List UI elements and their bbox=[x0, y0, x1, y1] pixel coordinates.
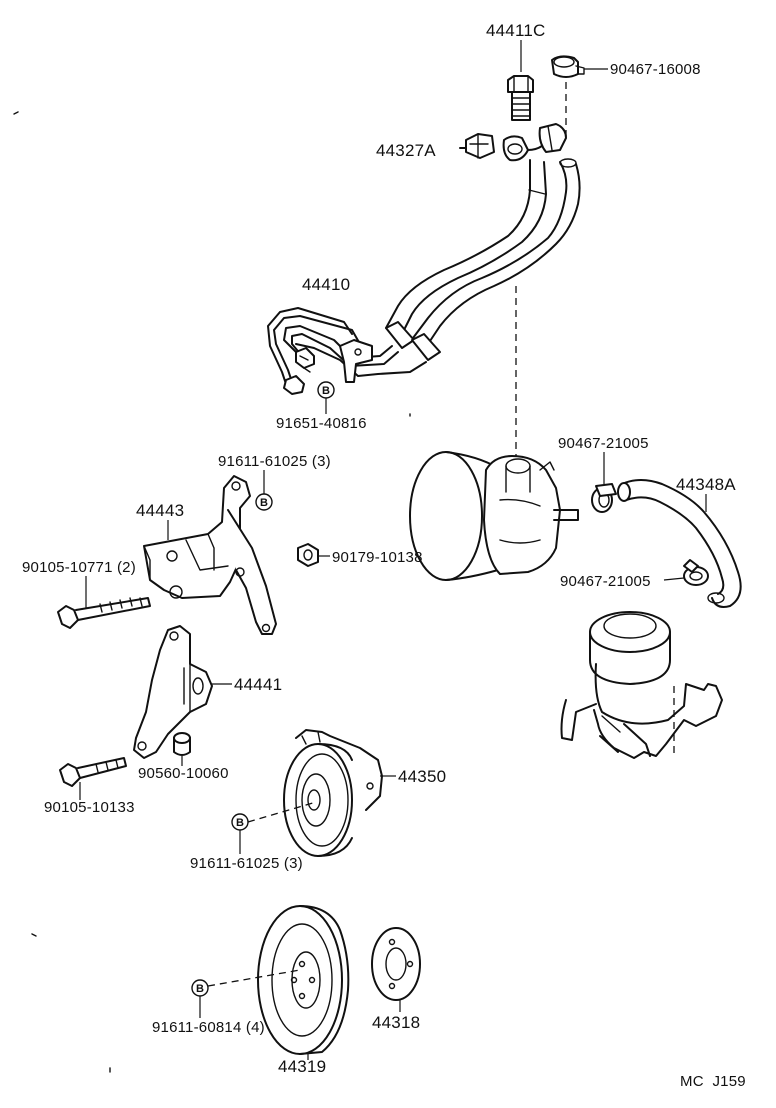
label-90560-10060: 90560-10060 bbox=[138, 765, 229, 782]
label-44327a: 44327A bbox=[376, 141, 436, 160]
label-91611-60814: 91611-60814 (4) bbox=[152, 1019, 265, 1036]
label-91611-61025-mid: 91611-61025 (3) bbox=[190, 855, 303, 872]
dash-b-to-44319 bbox=[207, 969, 301, 987]
marker-b-letter: B bbox=[322, 385, 330, 397]
return-hose-44348a[interactable] bbox=[617, 479, 742, 608]
label-91611-61025-top: 91611-61025 (3) bbox=[218, 453, 331, 470]
reservoir-tank bbox=[560, 611, 723, 759]
label-44411c: 44411C bbox=[486, 21, 546, 40]
label-90467-21005-b: 90467-21005 bbox=[560, 573, 651, 590]
label-90179-10138: 90179-10138 bbox=[332, 549, 423, 566]
leader-90467-21005-b bbox=[663, 577, 685, 581]
power-steering-pump[interactable] bbox=[409, 451, 579, 581]
ref-code: MC J159 bbox=[680, 1073, 746, 1090]
clamp-90467-16008[interactable] bbox=[551, 55, 585, 78]
marker-b-91611-top: B bbox=[255, 493, 273, 511]
plate-44318[interactable] bbox=[371, 927, 421, 1001]
hose-clamp-90467-21005-a[interactable] bbox=[591, 483, 617, 513]
label-44318: 44318 bbox=[372, 1013, 420, 1032]
label-44443: 44443 bbox=[136, 501, 184, 520]
label-90467-21005-a: 90467-21005 bbox=[558, 435, 649, 452]
marker-b-letter: B bbox=[236, 817, 244, 829]
hose-clamp-90467-21005-b[interactable] bbox=[683, 559, 709, 586]
union-bolt-44411c[interactable] bbox=[507, 75, 534, 121]
label-90105-10771: 90105-10771 (2) bbox=[22, 559, 136, 576]
marker-b-letter: B bbox=[196, 983, 204, 995]
label-91651-40816: 91651-40816 bbox=[276, 415, 367, 432]
scan-mark bbox=[13, 111, 19, 115]
label-44441: 44441 bbox=[234, 675, 282, 694]
pressure-hose-44410[interactable] bbox=[267, 158, 581, 395]
bolt-90105-10133[interactable] bbox=[59, 757, 127, 787]
pulley-44319[interactable] bbox=[257, 905, 350, 1055]
label-44319: 44319 bbox=[278, 1057, 326, 1076]
marker-b-91611-60814: B bbox=[191, 979, 209, 997]
marker-b-91611-mid: B bbox=[231, 813, 249, 831]
label-44348a: 44348A bbox=[676, 475, 736, 494]
pressure-fitting bbox=[502, 123, 567, 162]
marker-b-91651: B bbox=[317, 381, 335, 399]
bracket-44443[interactable] bbox=[143, 475, 277, 635]
marker-b-letter: B bbox=[260, 497, 268, 509]
clip-44327a[interactable] bbox=[459, 133, 495, 159]
bolt-90105-10771[interactable] bbox=[57, 597, 151, 629]
label-44410: 44410 bbox=[302, 275, 350, 294]
pulley-44350[interactable] bbox=[283, 729, 383, 857]
label-44350: 44350 bbox=[398, 767, 446, 786]
nut-90179-10138[interactable] bbox=[297, 543, 319, 567]
bracket-44441[interactable] bbox=[133, 625, 213, 759]
label-90105-10133: 90105-10133 bbox=[44, 799, 135, 816]
label-90467-16008: 90467-16008 bbox=[610, 61, 701, 78]
spacer-90560-10060[interactable] bbox=[173, 732, 191, 756]
scan-mark bbox=[31, 933, 37, 937]
